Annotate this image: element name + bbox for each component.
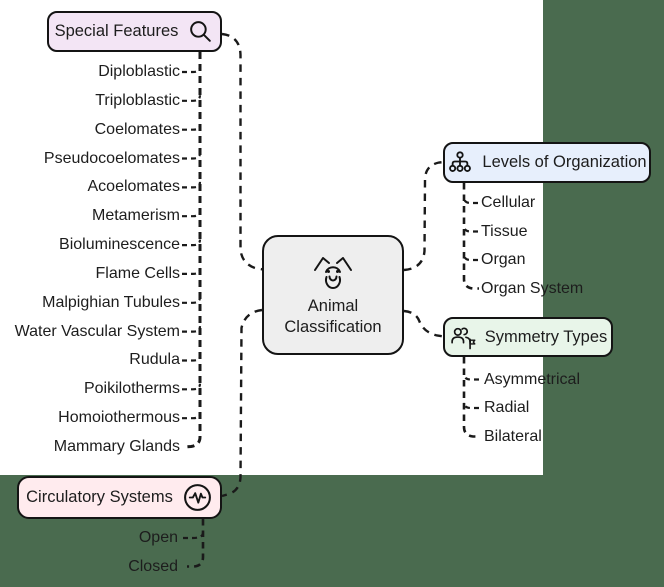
list-item[interactable]: Tissue bbox=[481, 217, 583, 246]
list-item[interactable]: Organ System bbox=[481, 274, 583, 303]
list-item[interactable]: Bilateral bbox=[484, 422, 580, 451]
list-item[interactable]: Bioluminescence bbox=[0, 231, 180, 260]
item-label: Acoelomates bbox=[87, 178, 181, 196]
list-item[interactable]: Closed bbox=[0, 552, 178, 581]
list-item[interactable]: Radial bbox=[484, 394, 580, 423]
item-label: Malpighian Tubules bbox=[42, 293, 180, 311]
node-label: Symmetry Types bbox=[484, 327, 608, 346]
people-flag-icon bbox=[451, 327, 476, 349]
node-symmetry-types[interactable]: Symmetry Types bbox=[443, 317, 613, 357]
node-label: Animal Classification bbox=[284, 296, 382, 336]
list-item[interactable]: Poikilotherms bbox=[0, 375, 180, 404]
node-special-features[interactable]: Special Features bbox=[47, 11, 222, 52]
item-label: Radial bbox=[484, 399, 530, 417]
list-item[interactable]: Organ bbox=[481, 246, 583, 275]
list-item[interactable]: Coelomates bbox=[0, 115, 180, 144]
item-label: Diploblastic bbox=[98, 63, 180, 81]
item-label: Homoiothermous bbox=[58, 409, 180, 427]
list-item[interactable]: Open bbox=[0, 524, 178, 553]
special-features-items: Diploblastic Triploblastic Coelomates Ps… bbox=[0, 58, 180, 462]
item-label: Mammary Glands bbox=[53, 437, 180, 455]
item-label: Pseudocoelomates bbox=[43, 149, 180, 167]
symmetry-types-items: Asymmetrical Radial Bilateral bbox=[484, 365, 580, 451]
list-item[interactable]: Acoelomates bbox=[0, 173, 181, 202]
list-item[interactable]: Diploblastic bbox=[0, 58, 180, 87]
list-item[interactable]: Pseudocoelomates bbox=[0, 144, 180, 173]
list-item[interactable]: Asymmetrical bbox=[484, 365, 580, 394]
list-item[interactable]: Metamerism bbox=[0, 202, 180, 231]
list-item[interactable]: Rudula bbox=[0, 346, 180, 375]
item-label: Organ System bbox=[481, 279, 584, 297]
item-label: Bioluminescence bbox=[59, 236, 180, 254]
item-label: Rudula bbox=[129, 351, 180, 369]
item-label: Metamerism bbox=[91, 207, 180, 225]
item-label: Water Vascular System bbox=[14, 322, 180, 340]
levels-of-organization-items: Cellular Tissue Organ Organ System bbox=[481, 189, 583, 303]
list-item[interactable]: Malpighian Tubules bbox=[0, 288, 180, 317]
item-label: Cellular bbox=[481, 194, 536, 212]
circulatory-systems-items: Open Closed bbox=[0, 524, 178, 581]
list-item[interactable]: Homoiothermous bbox=[0, 404, 180, 433]
magnifier-icon bbox=[190, 21, 212, 42]
item-label: Closed bbox=[128, 557, 178, 575]
pulse-icon bbox=[183, 484, 211, 511]
list-item[interactable]: Water Vascular System bbox=[0, 317, 180, 346]
item-label: Poikilotherms bbox=[83, 380, 180, 398]
node-circulatory-systems[interactable]: Circulatory Systems bbox=[17, 476, 222, 519]
node-label: Special Features bbox=[54, 22, 179, 40]
node-label: Circulatory Systems bbox=[26, 488, 173, 506]
item-label: Triploblastic bbox=[95, 91, 180, 109]
item-label: Coelomates bbox=[94, 120, 180, 138]
item-label: Flame Cells bbox=[95, 264, 180, 282]
list-item[interactable]: Triploblastic bbox=[0, 86, 180, 115]
item-label: Asymmetrical bbox=[484, 370, 581, 388]
list-item[interactable]: Flame Cells bbox=[0, 260, 180, 289]
list-item[interactable]: Mammary Glands bbox=[0, 433, 180, 462]
list-item[interactable]: Cellular bbox=[481, 189, 583, 218]
item-label: Bilateral bbox=[484, 427, 542, 445]
node-animal-classification-root[interactable]: Animal Classification bbox=[262, 235, 404, 355]
node-levels-of-organization[interactable]: Levels of Organization bbox=[443, 142, 651, 183]
item-label: Open bbox=[138, 529, 178, 547]
bug-icon bbox=[314, 256, 352, 289]
sitemap-icon bbox=[449, 150, 472, 172]
node-label: Levels of Organization bbox=[482, 153, 647, 171]
item-label: Organ bbox=[481, 251, 526, 269]
item-label: Tissue bbox=[481, 222, 528, 240]
